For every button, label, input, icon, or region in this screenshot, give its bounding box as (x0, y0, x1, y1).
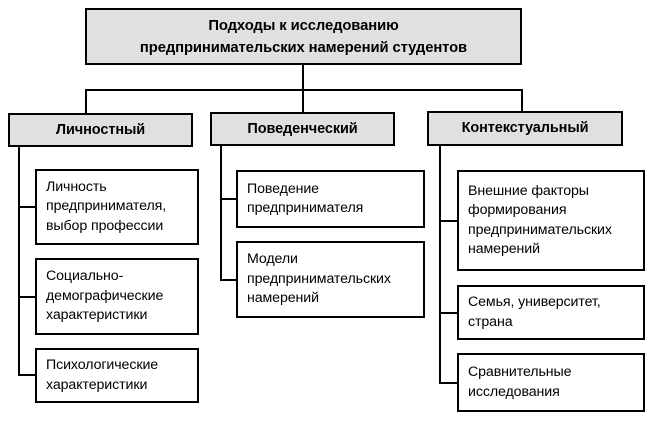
branch-heading-contextual: Контекстуальный (427, 111, 623, 146)
leaf-personal-3-label: Психологические характеристики (46, 357, 159, 393)
branch-heading-behavioral: Поведенческий (210, 112, 395, 146)
leaf-contextual-1: Внешние факторы формирования предпринима… (457, 170, 645, 271)
leaf-personal-1-label: Личность предпринимателя, выбор професси… (46, 178, 167, 234)
connector-stub-contextual-3 (439, 382, 458, 384)
leaf-personal-3: Психологические характеристики (35, 348, 199, 403)
connector-trunk-personal (18, 147, 20, 376)
connector-bus-to-branch-1 (85, 89, 87, 114)
branch-heading-contextual-label: Контекстуальный (461, 120, 589, 136)
connector-stub-personal-3 (18, 374, 36, 376)
leaf-behavioral-1: Поведение предпринимателя (236, 170, 425, 228)
leaf-contextual-2: Семья, университет, страна (457, 285, 645, 340)
connector-root-drop (302, 65, 304, 91)
leaf-behavioral-2-label: Модели предпринимательских намерений (247, 251, 391, 307)
connector-trunk-behavioral (220, 146, 222, 281)
connector-trunk-contextual (439, 146, 441, 384)
leaf-personal-2: Социально- демографические характеристик… (35, 258, 199, 335)
leaf-behavioral-2: Модели предпринимательских намерений (236, 241, 425, 318)
leaf-personal-1: Личность предпринимателя, выбор професси… (35, 169, 199, 245)
branch-heading-personal-label: Личностный (55, 121, 146, 138)
leaf-behavioral-1-label: Поведение предпринимателя (247, 180, 364, 217)
connector-stub-behavioral-1 (220, 198, 237, 200)
root-node-approaches: Подходы к исследованию предпринимательск… (85, 8, 522, 65)
connector-stub-contextual-1 (439, 220, 458, 222)
leaf-personal-2-label: Социально- демографические характеристик… (46, 268, 164, 324)
leaf-contextual-2-label: Семья, университет, страна (468, 294, 601, 330)
branch-heading-behavioral-label: Поведенческий (247, 120, 358, 137)
connector-bus-to-branch-3 (521, 89, 523, 111)
connector-stub-behavioral-2 (220, 279, 237, 281)
connector-stub-personal-2 (18, 296, 36, 298)
connector-stub-contextual-2 (439, 312, 458, 314)
leaf-contextual-1-label: Внешние факторы формирования предпринима… (468, 182, 612, 258)
leaf-contextual-3-label: Сравнительные исследования (468, 364, 572, 400)
leaf-contextual-3: Сравнительные исследования (457, 353, 645, 412)
root-node-label: Подходы к исследованию предпринимательск… (139, 17, 468, 56)
connector-level2-bus (85, 89, 523, 91)
connector-stub-personal-1 (18, 206, 36, 208)
branch-heading-personal: Личностный (8, 113, 193, 147)
connector-bus-to-branch-2 (302, 89, 304, 112)
